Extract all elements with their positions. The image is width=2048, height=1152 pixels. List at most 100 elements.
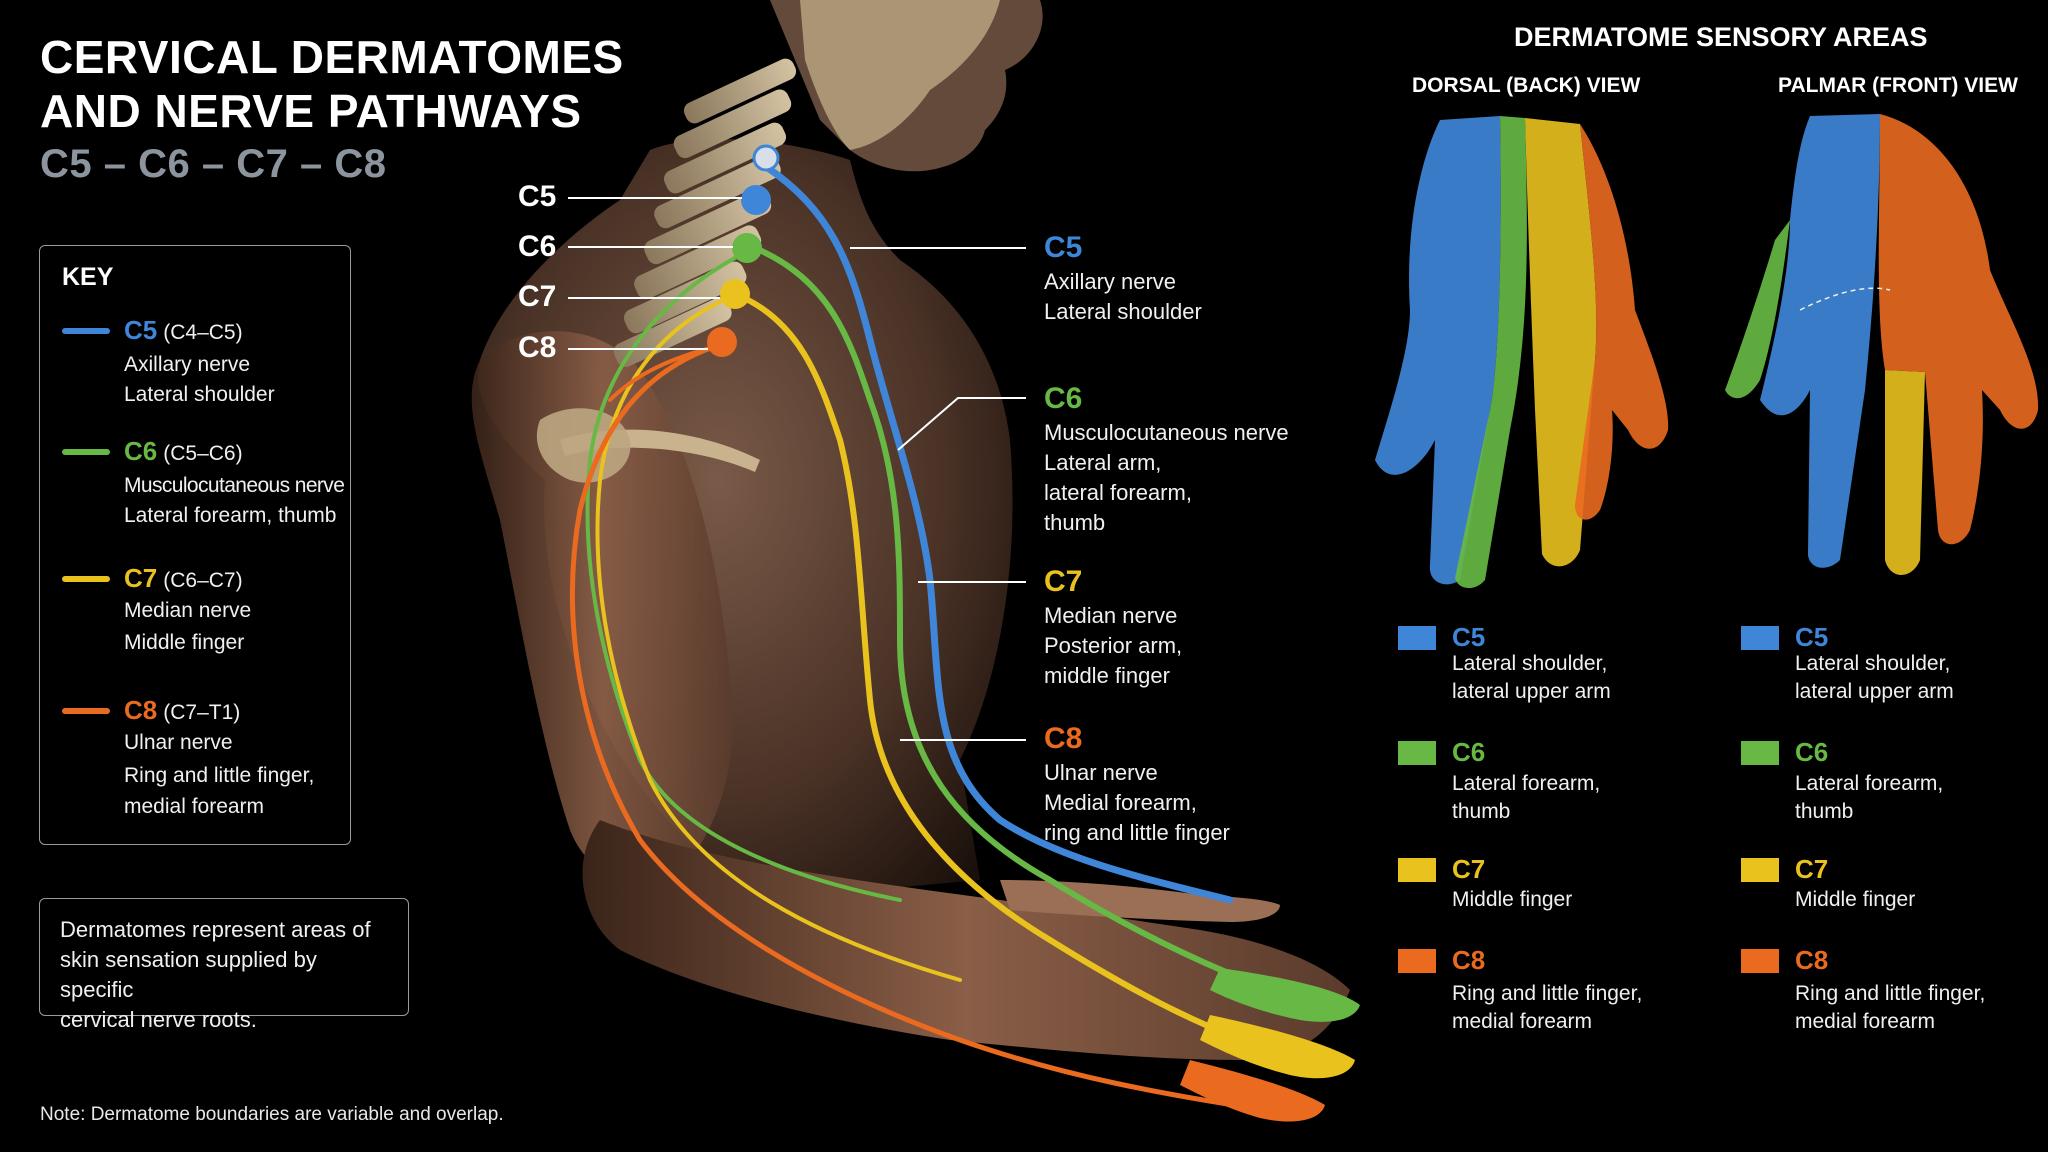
root-node-c6 [732,233,762,263]
swatch-c7 [1398,858,1436,882]
key-code-c7: C7 [124,563,158,593]
skull [800,0,1000,150]
nerve-c6 [752,245,1333,1013]
legend-code-c8: C8 [1452,945,1486,975]
info-line-1: Dermatomes represent areas of [60,917,371,942]
nerve-pathways [570,162,1333,1118]
key-range-c5: (C4–C5) [163,321,243,344]
legend-text: thumb [1452,800,1511,823]
legend-code-c5: C5 [1795,622,1829,652]
key-line-c8 [62,708,110,714]
callout-c7: C7 Median nerve Posterior arm, middle fi… [1044,563,1182,691]
dorsal-view-title: DORSAL (BACK) VIEW [1412,74,1641,97]
root-leaders [568,197,742,350]
legend-text: Lateral shoulder, [1452,652,1608,675]
root-label-c5: C5 [518,180,557,213]
key-line-c7 [62,576,110,582]
key-nerve-c8: Ulnar nerve [124,731,233,754]
info-line-3: cervical nerve roots. [60,1007,257,1032]
key-nerve-c6: Musculocutaneous nerve [124,474,345,497]
swatch-c5 [1741,626,1779,650]
dorsal-c6-region [1455,116,1527,589]
key-range-c6: (C5–C6) [163,442,243,465]
callout-line: Musculocutaneous nerve [1044,420,1289,445]
callout-line: Lateral arm, [1044,450,1162,475]
nerve-c5 [761,162,1234,904]
legend-text: Middle finger [1795,888,1916,911]
swatch-c7 [1741,858,1779,882]
callout-c8: C8 Ulnar nerve Medial forearm, ring and … [1044,720,1230,848]
palmar-c6-region [1725,220,1790,399]
callout-code-c6: C6 [1044,382,1083,415]
key-line-c6 [62,449,110,455]
palmar-view-title: PALMAR (FRONT) VIEW [1778,74,2018,97]
palmar-c7-region [1885,370,1925,575]
legend-code-c7: C7 [1452,854,1486,884]
subtitle: C5 – C6 – C7 – C8 [40,142,387,186]
swatch-c8 [1741,949,1779,973]
key-nerve-c5: Axillary nerve [124,353,251,376]
sensory-title: DERMATOME SENSORY AREAS [1514,22,1928,52]
root-node-c7 [720,279,750,309]
legend-text: Lateral forearm, [1795,772,1944,795]
cervical-spine [613,58,797,368]
swatch-c8 [1398,949,1436,973]
key-area-c8-2: medial forearm [124,795,265,818]
callout-c6: C6 Musculocutaneous nerve Lateral arm, l… [1044,380,1289,538]
legend-text: thumb [1795,800,1854,823]
legend-text: medial forearm [1795,1010,1936,1033]
legend-code-c7: C7 [1795,854,1829,884]
legend-code-c6: C6 [1795,737,1829,767]
title-line-1: CERVICAL DERMATOMES [40,31,624,83]
key-code-c6: C6 [124,436,158,466]
swatch-c6 [1741,741,1779,765]
legend-text: lateral upper arm [1795,680,1954,703]
legend-code-c8: C8 [1795,945,1829,975]
root-label-c6: C6 [518,230,557,263]
callout-line: Axillary nerve [1044,269,1177,294]
legend-code-c6: C6 [1452,737,1486,767]
legend-text: Ring and little finger, [1795,982,1986,1005]
callout-line: lateral forearm, [1044,480,1192,505]
callout-line: Lateral shoulder [1044,299,1202,324]
key-box [39,245,351,845]
palmar-c5-region [1760,114,1880,568]
callout-c5: C5 Axillary nerve Lateral shoulder [1044,229,1202,327]
callout-code-c8: C8 [1044,722,1083,755]
callout-line: ring and little finger [1044,820,1230,845]
callout-line: middle finger [1044,663,1170,688]
dorsal-c8-region [1575,124,1669,520]
dorsal-c7-region [1525,118,1597,567]
callout-code-c5: C5 [1044,231,1083,264]
legend-text: lateral upper arm [1452,680,1611,703]
dorsal-c5-region [1375,116,1501,585]
title-line-2: AND NERVE PATHWAYS [40,85,582,137]
legend-text: Lateral forearm, [1452,772,1601,795]
key-line-c5 [62,328,110,334]
root-node-c4 [752,144,780,172]
key-range-c7: (C6–C7) [163,569,243,592]
swatch-c5 [1398,626,1436,650]
root-node-c8 [707,327,737,357]
callout-code-c7: C7 [1044,565,1083,598]
key-area-c8: Ring and little finger, [124,764,315,787]
legend-text: Lateral shoulder, [1795,652,1951,675]
nerve-c7 [732,291,1323,1068]
swatch-c6 [1398,741,1436,765]
callout-line: Median nerve [1044,603,1178,628]
palmar-hand [1725,114,2039,575]
humerus-head [536,408,631,483]
key-code-c5: C5 [124,315,158,345]
page-title: CERVICAL DERMATOMES AND NERVE PATHWAYS [40,30,624,138]
legend-text: Ring and little finger, [1452,982,1643,1005]
callout-line: Ulnar nerve [1044,760,1158,785]
callout-leaders [850,247,1026,741]
legend-text: Middle finger [1452,888,1573,911]
info-box: Dermatomes represent areas of skin sensa… [39,898,409,1032]
legend-code-c5: C5 [1452,622,1486,652]
anatomy-illustration [471,0,1360,1122]
key-area-c5: Lateral shoulder [124,383,275,406]
palmar-boundary-line [1799,287,1891,311]
callout-line: Posterior arm, [1044,633,1183,658]
nerve-c8-branch [608,343,724,402]
